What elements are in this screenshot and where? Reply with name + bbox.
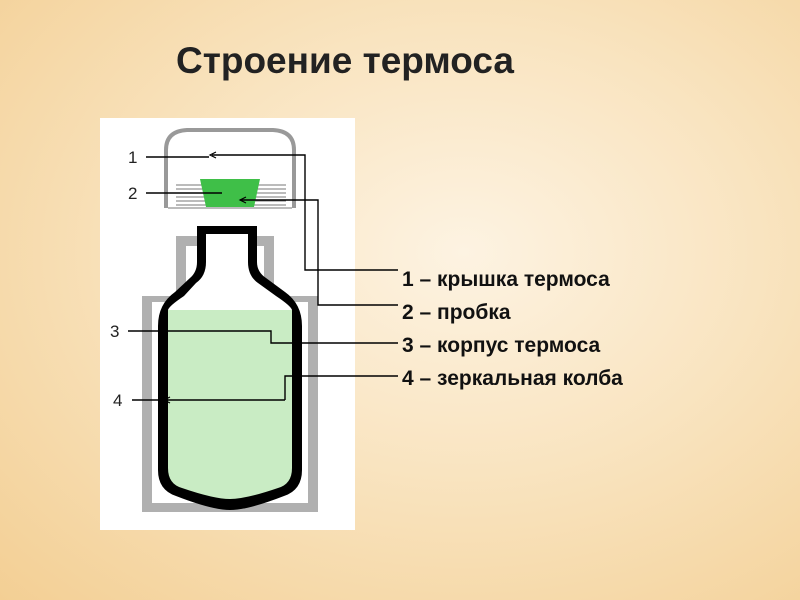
callout-number-1: 1 <box>128 148 137 167</box>
legend-item-body: 3 – корпус термоса <box>402 334 601 357</box>
flask-air <box>168 234 292 310</box>
callout-number-2: 2 <box>128 184 137 203</box>
callout-arrowheads <box>157 151 247 404</box>
flask-liquid <box>168 310 292 499</box>
legend-item-flask: 4 – зеркальная колба <box>402 367 623 390</box>
callout-number-3: 3 <box>110 322 119 341</box>
page-title: Строение термоса <box>176 40 514 81</box>
parts-legend: 1 – крышка термоса 2 – пробка 3 – корпус… <box>402 266 623 398</box>
legend-item-stopper: 2 – пробка <box>402 301 511 324</box>
callout-number-4: 4 <box>113 391 122 410</box>
legend-item-cap: 1 – крышка термоса <box>402 268 610 291</box>
callout-lines <box>128 154 398 401</box>
